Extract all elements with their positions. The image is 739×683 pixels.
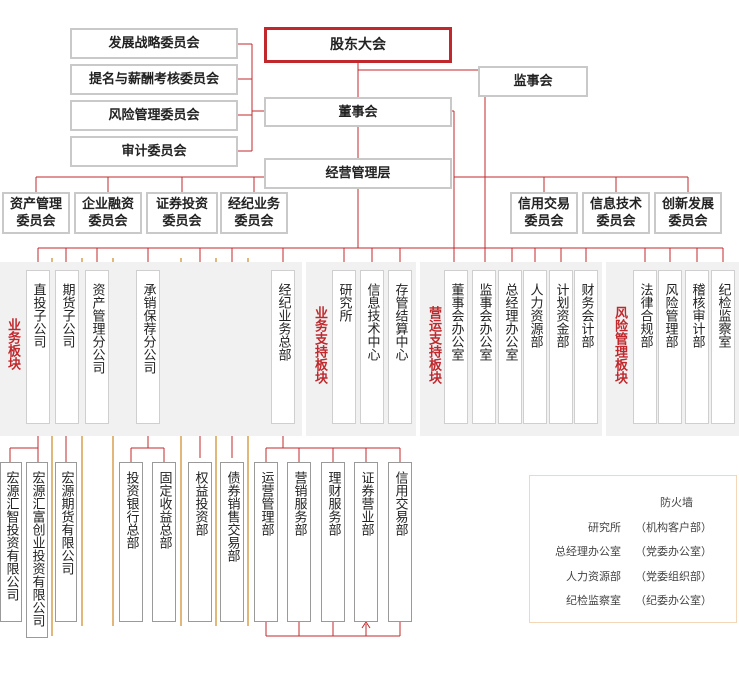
dept-human-resources[interactable]: 人力资源部 — [523, 270, 547, 424]
sub-hongyuan-huizhi[interactable]: 宏源汇智投资有限公司 — [0, 462, 22, 622]
committee-audit[interactable]: 审计委员会 — [70, 136, 238, 167]
dept-accounting[interactable]: 财务会计部 — [574, 270, 598, 424]
dept-underwriting-branch[interactable]: 承销保荐分公司 — [136, 270, 160, 424]
legend-pair-2-left: 人力资源部 — [566, 570, 621, 583]
dept-operations-management[interactable]: 运营管理部 — [254, 462, 278, 622]
dept-risk-management[interactable]: 风险管理部 — [658, 270, 682, 424]
dept-board-office[interactable]: 董事会办公室 — [444, 270, 468, 424]
legend-pair-1-right: （党委办公室） — [635, 545, 712, 558]
legend-pair-3-left: 纪检监察室 — [566, 594, 621, 607]
segment-label-risk: 风险管理板块 — [612, 306, 627, 384]
legend-pair-0-left: 研究所 — [588, 521, 621, 534]
dept-marketing-service[interactable]: 营销服务部 — [287, 462, 311, 622]
dept-credit-trading[interactable]: 信用交易部 — [388, 462, 412, 622]
dept-equity-investment[interactable]: 权益投资部 — [188, 462, 212, 622]
legend-pair-0-right: （机构客户部） — [635, 521, 712, 534]
sub-hongyuan-futures[interactable]: 宏源期货有限公司 — [55, 462, 77, 622]
dept-bond-sales-trading[interactable]: 债券销售交易部 — [220, 462, 244, 622]
committee-corporate-finance[interactable]: 企业融资 委员会 — [74, 192, 142, 234]
dept-asset-management-branch[interactable]: 资产管理分公司 — [85, 270, 109, 424]
dept-discipline-inspection[interactable]: 纪检监察室 — [711, 270, 735, 424]
dept-securities-branches[interactable]: 证券营业部 — [354, 462, 378, 622]
legend: 防火墙 研究所 （机构客户部） 总经理办公室 （党委办公室） 人力资源部 （党委… — [529, 475, 737, 623]
dept-wealth-service[interactable]: 理财服务部 — [321, 462, 345, 622]
committee-it[interactable]: 信息技术 委员会 — [582, 192, 650, 234]
committee-brokerage[interactable]: 经纪业务 委员会 — [220, 192, 288, 234]
dept-gm-office[interactable]: 总经理办公室 — [498, 270, 522, 424]
segment-label-business: 业务板块 — [5, 318, 20, 370]
committee-development-strategy[interactable]: 发展战略委员会 — [70, 28, 238, 59]
committee-nomination-remuneration[interactable]: 提名与薪酬考核委员会 — [70, 64, 238, 95]
dept-futures[interactable]: 期货子公司 — [55, 270, 79, 424]
committee-innovation[interactable]: 创新发展 委员会 — [654, 192, 722, 234]
dept-investment-banking-hq[interactable]: 投资银行总部 — [119, 462, 143, 622]
shareholders-meeting[interactable]: 股东大会 — [264, 27, 452, 63]
committee-securities-investment[interactable]: 证券投资 委员会 — [146, 192, 218, 234]
dept-planning-finance[interactable]: 计划资金部 — [549, 270, 573, 424]
segment-label-operation-support: 营运支持板块 — [426, 306, 441, 384]
legend-pair-1-left: 总经理办公室 — [555, 545, 621, 558]
dept-legal-compliance[interactable]: 法律合规部 — [633, 270, 657, 424]
management-layer[interactable]: 经营管理层 — [264, 158, 452, 189]
dept-direct-investment[interactable]: 直投子公司 — [26, 270, 50, 424]
dept-supervisory-office[interactable]: 监事会办公室 — [472, 270, 496, 424]
board-of-directors[interactable]: 董事会 — [264, 97, 452, 127]
dept-research-institute[interactable]: 研究所 — [332, 270, 356, 424]
segment-label-business-support: 业务支持板块 — [312, 306, 327, 384]
legend-pair-2-right: （党委组织部） — [635, 570, 712, 583]
dept-it-center[interactable]: 信息技术中心 — [360, 270, 384, 424]
dept-brokerage-hq[interactable]: 经纪业务总部 — [271, 270, 295, 424]
supervisory-board[interactable]: 监事会 — [478, 66, 588, 97]
dept-audit[interactable]: 稽核审计部 — [685, 270, 709, 424]
dept-fixed-income-hq[interactable]: 固定收益总部 — [152, 462, 176, 622]
legend-firewall-label: 防火墙 — [660, 496, 693, 509]
sub-hongyuan-huifu[interactable]: 宏源汇富创业投资有限公司 — [26, 462, 48, 638]
legend-pair-3-right: （纪委办公室） — [635, 594, 712, 607]
dept-custody-settlement[interactable]: 存管结算中心 — [388, 270, 412, 424]
committee-risk-management[interactable]: 风险管理委员会 — [70, 100, 238, 131]
committee-credit-trading[interactable]: 信用交易 委员会 — [510, 192, 578, 234]
committee-asset-management[interactable]: 资产管理 委员会 — [2, 192, 70, 234]
